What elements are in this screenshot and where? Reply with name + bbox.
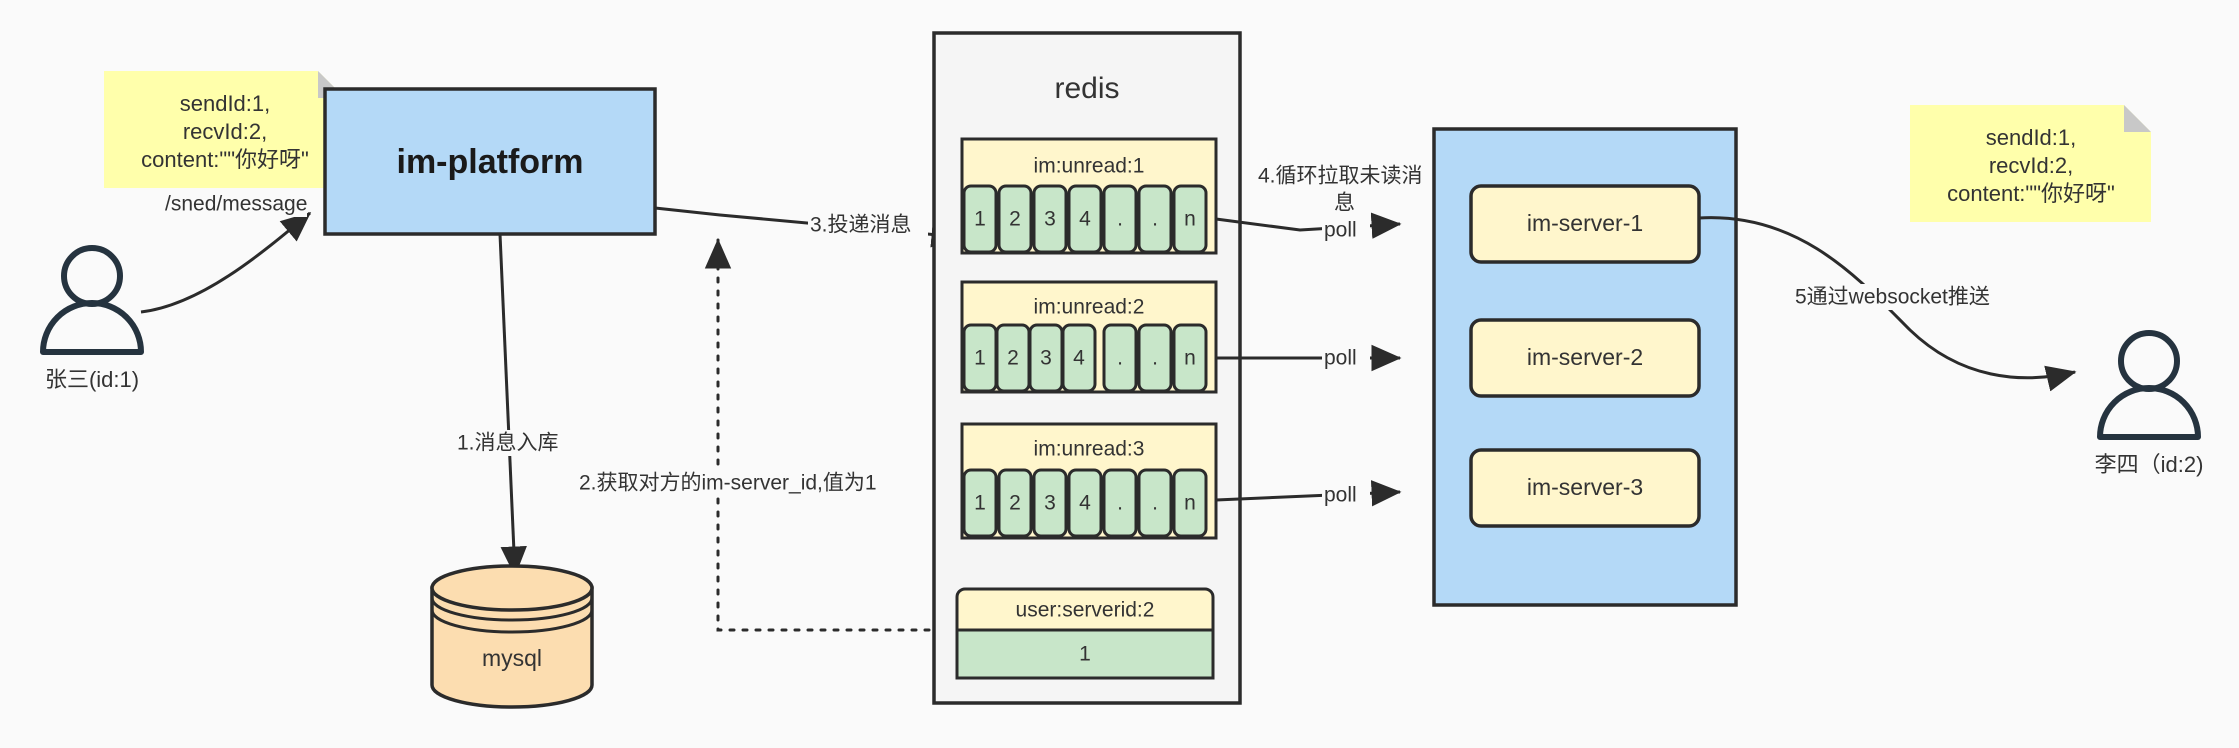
edge-step5-label: 5通过websocket推送: [1795, 286, 1990, 309]
redis-value-value: 1: [1079, 643, 1091, 666]
receiver-actor-label: 李四（id:2): [2095, 452, 2204, 477]
redis-cell: 1: [974, 208, 986, 231]
receiver-actor: 李四（id:2): [2095, 330, 2204, 477]
node-im-server-cluster: im-server-1 im-server-2 im-server-3: [1432, 127, 1738, 607]
redis-cell: n: [1184, 492, 1196, 515]
note-right-line-3: content:""你好呀": [1947, 181, 2115, 206]
redis-key-group-2[interactable]: im:unread:3 1 2 3 4 . . n: [960, 422, 1218, 540]
redis-key-label-2: im:unread:3: [1034, 438, 1145, 461]
edge-step2-label: 2.获取对方的im-server_id,值为1: [579, 472, 877, 495]
node-mysql[interactable]: mysql: [430, 564, 594, 709]
node-redis: redis im:unread:1 1 2 3 4 . .: [932, 31, 1242, 705]
redis-cells-0: 1 2 3 4 . . n: [962, 184, 1208, 254]
redis-cell: .: [1117, 208, 1123, 231]
edge-poll-3: poll: [1215, 480, 1402, 508]
redis-cell: 3: [1044, 492, 1056, 515]
redis-key-group-1[interactable]: im:unread:2 1 2 3 4 . . n: [960, 280, 1218, 394]
note-left-line-3: content:""你好呀": [141, 147, 309, 172]
node-im-server-1-label: im-server-1: [1527, 210, 1643, 236]
redis-cells-1: 1 2 3 4 . . n: [962, 323, 1208, 393]
redis-key-group-0[interactable]: im:unread:1 1 2 3 4 . . n: [960, 137, 1218, 255]
node-mysql-label: mysql: [482, 645, 542, 671]
redis-cells-2: 1 2 3 4 . . n: [962, 468, 1208, 538]
redis-cell: 4: [1079, 492, 1091, 515]
node-im-server-3[interactable]: im-server-3: [1469, 448, 1701, 528]
node-im-server-2-label: im-server-2: [1527, 344, 1643, 370]
redis-cell: 2: [1007, 347, 1019, 370]
redis-cell: .: [1152, 208, 1158, 231]
redis-cell: 3: [1040, 347, 1052, 370]
redis-cell: .: [1152, 347, 1158, 370]
note-right: sendId:1, recvId:2, content:""你好呀": [1910, 105, 2151, 222]
redis-cell: 2: [1009, 208, 1021, 231]
redis-value-group[interactable]: user:serverid:2 1: [955, 587, 1215, 680]
redis-key-label-1: im:unread:2: [1034, 296, 1145, 319]
edge-step2: 2.获取对方的im-server_id,值为1: [577, 238, 957, 632]
note-left-line-2: recvId:2,: [183, 119, 267, 144]
redis-cell: 4: [1079, 208, 1091, 231]
edge-step5: 5通过websocket推送: [1698, 216, 2077, 392]
node-im-server-3-label: im-server-3: [1527, 474, 1643, 500]
note-left-line-1: sendId:1,: [180, 91, 271, 116]
edge-step1: 1.消息入库: [455, 233, 573, 577]
edge-poll-3-label: poll: [1324, 484, 1357, 507]
redis-cell: 1: [974, 347, 986, 370]
note-right-line-1: sendId:1,: [1986, 125, 2077, 150]
edge-step1-label: 1.消息入库: [457, 432, 559, 455]
edge-step3-label: 3.投递消息: [810, 214, 912, 237]
redis-cell: 4: [1073, 347, 1085, 370]
edge-step4-line-2: 息: [1334, 192, 1355, 215]
edge-step4: 4.循环拉取未读消 息: [1256, 163, 1432, 216]
redis-cell: .: [1117, 347, 1123, 370]
edge-poll-1-label: poll: [1324, 219, 1357, 242]
redis-cell: n: [1184, 347, 1196, 370]
node-im-platform-label: im-platform: [397, 143, 584, 181]
note-right-line-2: recvId:2,: [1989, 153, 2073, 178]
sender-actor-label: 张三(id:1): [45, 367, 139, 392]
edge-step3: 3.投递消息: [654, 206, 962, 248]
redis-cell: n: [1184, 208, 1196, 231]
redis-cell: 1: [974, 492, 986, 515]
redis-key-label-0: im:unread:1: [1034, 155, 1145, 178]
redis-value-key: user:serverid:2: [1016, 599, 1155, 622]
sender-actor: 张三(id:1): [40, 245, 144, 392]
note-left: sendId:1, recvId:2, content:""你好呀": [104, 71, 345, 188]
redis-cell: .: [1117, 492, 1123, 515]
node-im-server-2[interactable]: im-server-2: [1469, 318, 1701, 398]
edge-step4-line-1: 4.循环拉取未读消: [1258, 165, 1423, 188]
edge-send-message-label: /sned/message: [165, 193, 307, 216]
node-redis-label: redis: [1054, 72, 1119, 105]
node-im-server-1[interactable]: im-server-1: [1469, 184, 1701, 264]
edge-poll-1: poll: [1215, 212, 1402, 243]
edge-send-message: /sned/message: [140, 191, 312, 314]
redis-cell: .: [1152, 492, 1158, 515]
redis-cell: 3: [1044, 208, 1056, 231]
edge-poll-2: poll: [1216, 344, 1402, 372]
edge-poll-2-label: poll: [1324, 347, 1357, 370]
node-im-platform[interactable]: im-platform: [323, 87, 657, 236]
redis-cell: 2: [1009, 492, 1021, 515]
